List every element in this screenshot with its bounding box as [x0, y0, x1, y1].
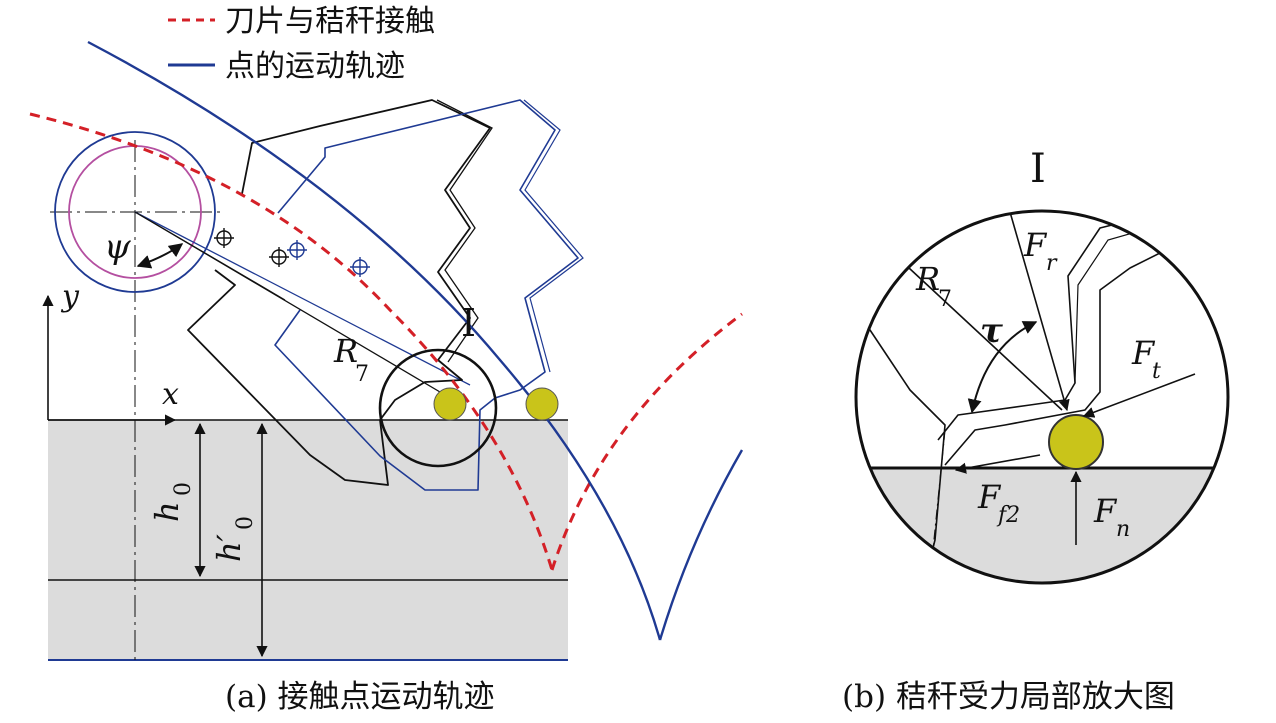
- legend: 刀片与秸秆接触 点的运动轨迹: [168, 4, 435, 84]
- zoom-r7-label: R: [915, 260, 940, 298]
- panel-b: I R 7 τ F r F t F f2 F n (b) 秸秆受力局部放大图: [842, 146, 1230, 715]
- force-fn-label: F: [1093, 492, 1118, 530]
- pivot-marker-3: [287, 240, 307, 260]
- caption-a: (a) 接触点运动轨迹: [225, 679, 495, 715]
- contact-trajectory-dashed-rise: [550, 312, 743, 571]
- tau-label: τ: [980, 311, 1003, 351]
- zoom-straw: [1048, 414, 1104, 470]
- pivot-marker-2: [269, 247, 289, 267]
- legend-label-trajectory: 点的运动轨迹: [225, 49, 405, 84]
- detail-circle: [378, 348, 498, 468]
- point-trajectory-solid-rise: [658, 449, 744, 641]
- force-fn-subscript: n: [1116, 517, 1130, 542]
- psi-label: ψ: [104, 227, 131, 267]
- radius-line-c: [134, 211, 286, 301]
- blade-holder-blue-inner: [523, 99, 584, 373]
- legend-label-contact: 刀片与秸秆接触: [225, 4, 435, 39]
- straw-2: [525, 387, 559, 421]
- force-fr-subscript: r: [1046, 251, 1058, 276]
- rotor-outer-circle: [54, 131, 216, 293]
- force-ff2-label: F: [977, 478, 1002, 516]
- soil-region: [48, 420, 568, 660]
- h0-subscript: 0: [171, 482, 196, 496]
- detail-marker-a: I: [461, 301, 476, 345]
- force-fr-label: F: [1023, 226, 1048, 264]
- force-ft-label: F: [1131, 334, 1156, 372]
- point-trajectory-solid: [87, 40, 662, 641]
- radius-line-b: [134, 211, 471, 386]
- force-ft-subscript: t: [1152, 359, 1161, 384]
- blade-holder-black-inner: [436, 99, 493, 363]
- radius-r7-subscript: 7: [355, 362, 369, 387]
- zoom-soil: [856, 468, 1228, 583]
- panel-a: y x ψ R 7: [29, 40, 744, 715]
- force-ft-arrow: [1082, 373, 1196, 418]
- x-axis-label: x: [162, 377, 179, 412]
- force-ff2-arrow: [954, 454, 1041, 474]
- h0-label: h: [148, 501, 186, 522]
- caption-b: (b) 秸秆受力局部放大图: [842, 679, 1175, 715]
- pivot-marker-1: [214, 228, 234, 248]
- radius-r7-label: R: [333, 332, 358, 370]
- blade-holder-blue: [274, 99, 579, 491]
- detail-marker-b: I: [1030, 146, 1046, 192]
- force-fr-arrow: [1009, 211, 1070, 412]
- right-angle-marker: [957, 211, 983, 223]
- y-axis-label: y: [60, 279, 80, 314]
- h0-prime-subscript: 0: [233, 516, 258, 530]
- zoom-r7-subscript: 7: [938, 287, 952, 312]
- force-ff2-subscript: f2: [996, 503, 1020, 528]
- blade-holder-black: [187, 99, 491, 486]
- straw-1: [433, 387, 467, 421]
- pivot-marker-4: [350, 257, 370, 277]
- h0-prime-label: h′: [210, 533, 248, 562]
- zoom-circle-border: [854, 209, 1230, 585]
- psi-angle-arc: [136, 243, 184, 269]
- tau-angle-arc: [967, 321, 1038, 414]
